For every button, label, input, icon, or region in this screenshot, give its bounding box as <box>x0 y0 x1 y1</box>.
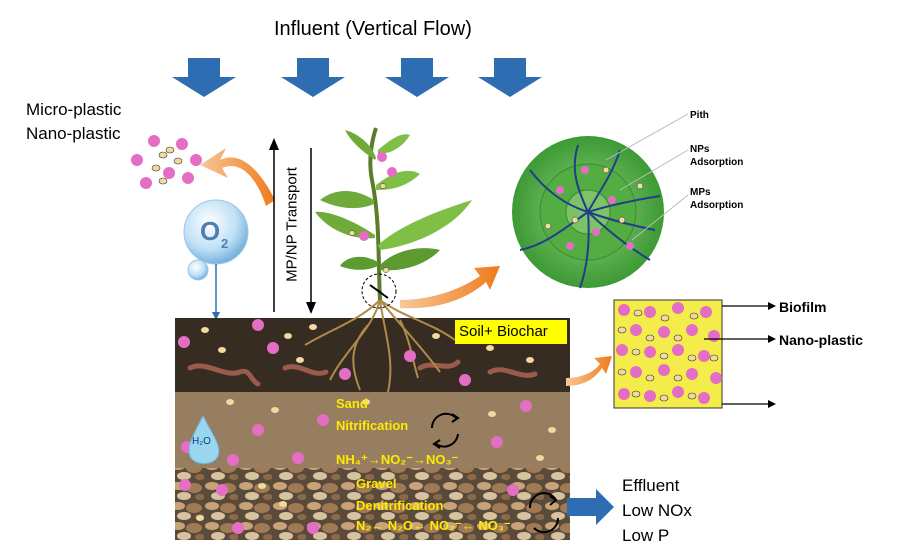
sand-label: Sand <box>336 396 368 411</box>
plant <box>315 127 472 309</box>
earthworms <box>187 359 538 387</box>
influent-arrow-2 <box>281 58 345 97</box>
sand-layer <box>175 392 570 468</box>
oxygen-bubble: O 2 <box>183 199 249 320</box>
denitrification-equation: N₂← N₂O← NO₂⁻← NO₃⁻ <box>356 518 511 533</box>
transport-arrows <box>269 138 316 314</box>
pith-label: Pith <box>690 110 709 121</box>
plastic-particle-cluster <box>131 135 202 189</box>
sand-particles <box>181 399 556 466</box>
biofilm-block <box>613 299 776 409</box>
influent-arrow-3 <box>385 58 449 97</box>
low-p-label: Low P <box>622 526 670 545</box>
denitrification-label: Denitrification <box>356 498 444 513</box>
biofilm-arrow <box>566 356 612 386</box>
stem-zoom-circle <box>361 273 397 309</box>
soil-biochar-label: Soil+ Biochar <box>455 320 567 344</box>
release-arrow <box>200 148 275 206</box>
water-drop-icon <box>188 414 220 464</box>
micro-plastic-label: Micro-plastic <box>26 100 122 119</box>
gravel-label: Gravel <box>356 476 397 491</box>
soil-particles <box>178 319 534 386</box>
stem-cross-section <box>512 113 689 289</box>
influent-arrows <box>172 58 542 97</box>
nitrification-cycle-icon <box>430 412 460 449</box>
oxygen-subscript: 2 <box>221 236 228 251</box>
gravel-particles <box>179 479 519 534</box>
mps-adsorption-label: MPs Adsorption <box>690 187 744 211</box>
effluent-arrow <box>567 489 614 525</box>
denitrification-cycle-icon <box>528 492 560 534</box>
biofilm-nano-plastic-label: Nano-plastic <box>779 332 864 348</box>
transport-label: MP/NP Transport <box>283 167 301 282</box>
diagram-title: Influent (Vertical Flow) <box>274 18 472 40</box>
nitrification-equation: NH₄⁺→NO₂⁻→NO₃⁻ <box>336 452 459 467</box>
nitrification-label: Nitrification <box>336 418 409 433</box>
nps-adsorption-label: NPs Adsorption <box>690 144 744 168</box>
nano-plastic-label: Nano-plastic <box>26 124 121 143</box>
low-nox-label: Low NOx <box>622 501 692 520</box>
effluent-label: Effluent <box>622 476 680 495</box>
oxygen-symbol: O <box>200 216 220 246</box>
influent-arrow-1 <box>172 58 236 97</box>
plant-roots <box>304 299 456 393</box>
zoom-arrow <box>400 266 500 309</box>
influent-arrow-4 <box>478 58 542 97</box>
water-drop-label: H₂O <box>192 436 211 447</box>
biofilm-label: Biofilm <box>779 299 827 315</box>
